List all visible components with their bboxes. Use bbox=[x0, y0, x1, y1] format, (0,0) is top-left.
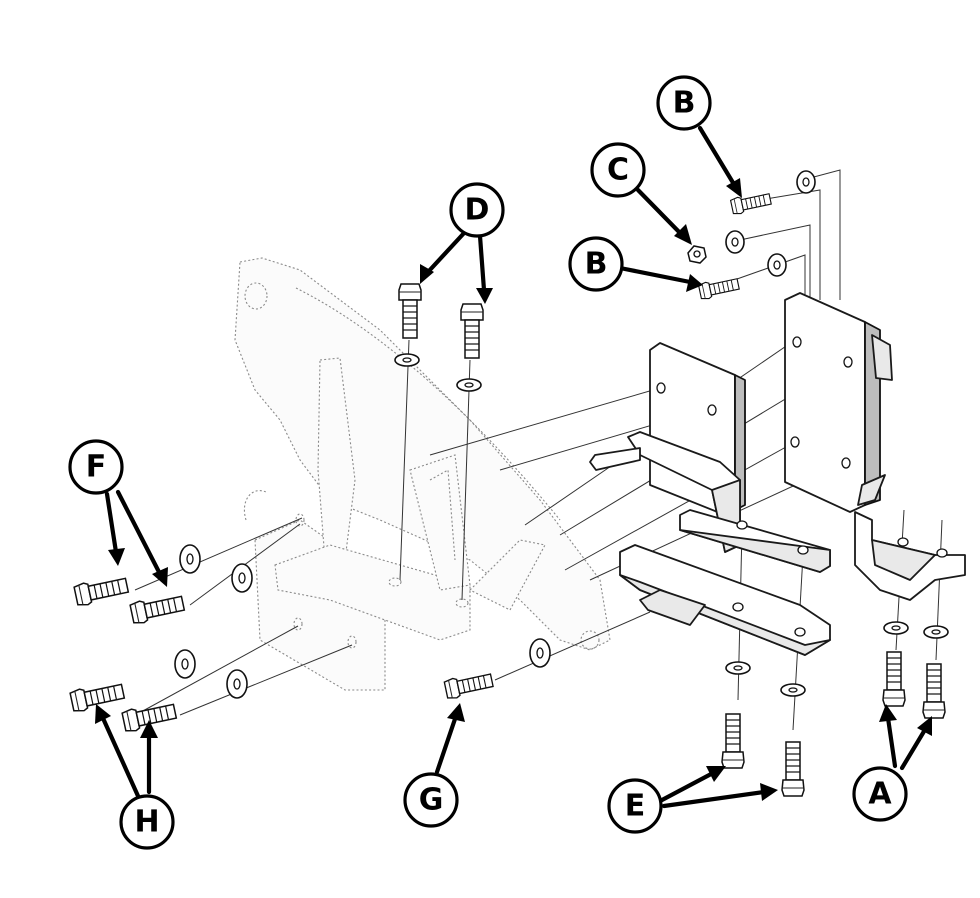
bolt-g bbox=[443, 638, 551, 701]
callout-f: F bbox=[68, 439, 124, 495]
bolt-a-left bbox=[882, 621, 909, 707]
callout-c: C bbox=[590, 142, 646, 198]
callout-e: E bbox=[607, 778, 663, 834]
nut-c bbox=[687, 230, 745, 264]
lower-foot-bracket bbox=[854, 511, 966, 601]
callout-d: D bbox=[449, 182, 505, 238]
callout-g-label: G bbox=[419, 783, 444, 818]
callout-b-mid-label: B bbox=[585, 247, 608, 282]
callout-g: G bbox=[403, 772, 459, 828]
bolt-b-top bbox=[729, 170, 816, 216]
bolt-d-left bbox=[394, 283, 422, 367]
bolt-e-left bbox=[721, 661, 751, 769]
bolt-f-upper bbox=[72, 544, 201, 608]
mower-frame-outline bbox=[234, 257, 611, 691]
callout-b-top-label: B bbox=[673, 86, 696, 121]
callout-h-label: H bbox=[134, 805, 159, 840]
callout-b-top: B bbox=[656, 75, 712, 131]
upper-mount-plate bbox=[784, 292, 893, 513]
bolt-d-right bbox=[456, 303, 484, 392]
bolt-h-lower bbox=[120, 669, 248, 734]
callout-h: H bbox=[119, 794, 175, 850]
bolt-e-right bbox=[780, 683, 806, 797]
bolt-a-right bbox=[922, 625, 949, 719]
callout-e-label: E bbox=[625, 789, 646, 824]
callout-f-label: F bbox=[86, 450, 107, 485]
callout-d-label: D bbox=[465, 193, 490, 228]
callout-c-label: C bbox=[607, 153, 629, 188]
bolt-h-upper bbox=[68, 649, 196, 714]
leader-arrows bbox=[95, 125, 932, 809]
callout-b-mid: B bbox=[568, 236, 624, 292]
support-arm bbox=[589, 431, 831, 573]
bolt-b-mid bbox=[697, 253, 787, 301]
bolt-f-lower bbox=[128, 563, 253, 626]
callout-a-label: A bbox=[868, 777, 892, 812]
callout-a: A bbox=[852, 766, 908, 822]
lower-plate bbox=[619, 544, 831, 656]
